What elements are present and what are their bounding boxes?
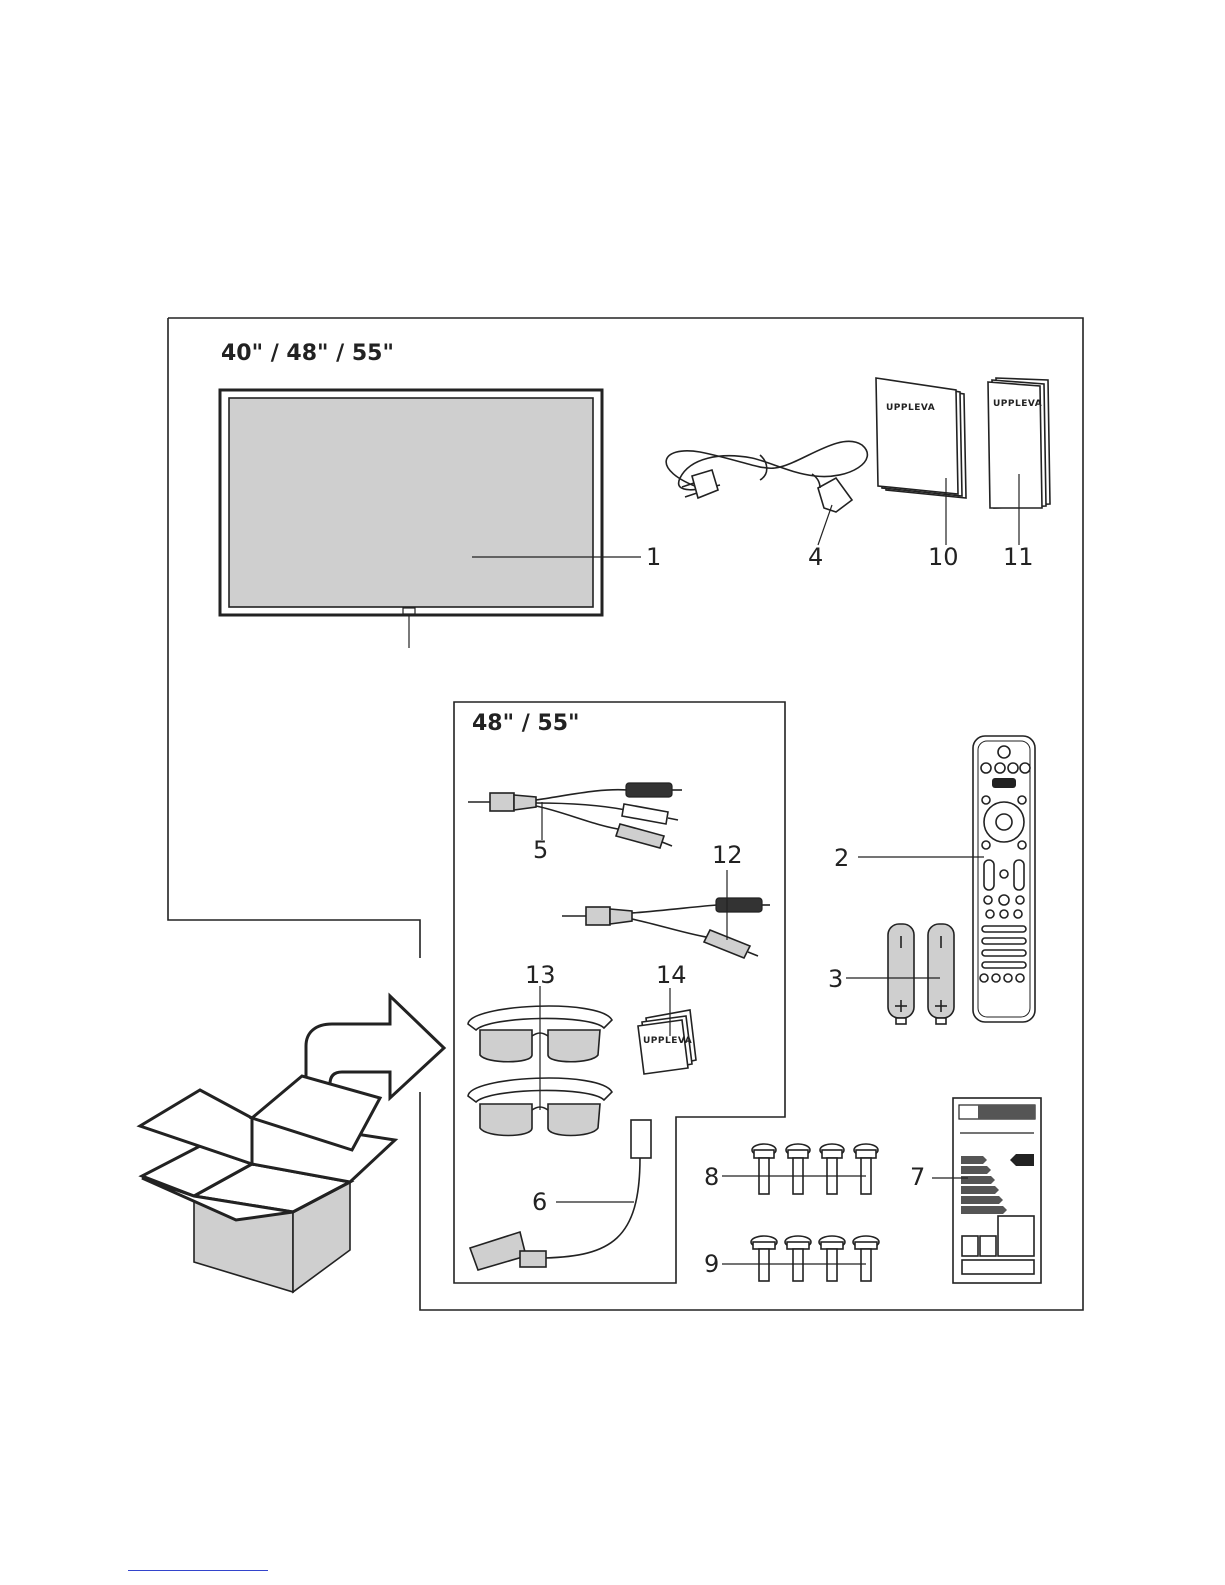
callout-11: 11 (1003, 543, 1034, 571)
screws-short-illustration (722, 1236, 879, 1281)
heading-all-sizes: 40" / 48" / 55" (221, 341, 394, 366)
manual-small-illustration: UPPLEVA (988, 378, 1050, 545)
manual-large-illustration: UPPLEVA (876, 378, 966, 545)
manual-small-brand: UPPLEVA (993, 399, 1042, 409)
callout-7: 7 (910, 1163, 925, 1191)
av-adapter-cable-illustration (468, 783, 682, 848)
callout-4: 4 (808, 543, 823, 571)
callout-6: 6 (532, 1188, 547, 1216)
callout-10: 10 (928, 543, 959, 571)
glasses-leaflet-illustration: UPPLEVA (638, 988, 696, 1074)
heading-large-sizes: 48" / 55" (472, 711, 580, 736)
callout-12: 12 (712, 841, 743, 869)
batteries-illustration (846, 924, 954, 1024)
screws-long-illustration (722, 1144, 878, 1194)
callout-5: 5 (533, 836, 548, 864)
callout-2: 2 (834, 844, 849, 872)
bottom-link-underline (128, 1570, 268, 1571)
callout-13: 13 (525, 961, 556, 989)
glasses-3d-illustration (468, 986, 612, 1136)
scart-adapter-illustration (470, 1120, 651, 1270)
leaflet-brand: UPPLEVA (643, 1036, 692, 1046)
callout-8: 8 (704, 1163, 719, 1191)
open-box-illustration (140, 996, 444, 1292)
tv-illustration (220, 390, 602, 648)
callout-9: 9 (704, 1250, 719, 1278)
power-cord-illustration (666, 441, 867, 545)
manual-large-brand: UPPLEVA (886, 403, 935, 413)
callout-1: 1 (646, 543, 661, 571)
callout-14: 14 (656, 961, 687, 989)
component-adapter-cable-illustration: 12 (562, 841, 770, 958)
callout-3: 3 (828, 965, 843, 993)
energy-label-illustration (932, 1098, 1041, 1283)
